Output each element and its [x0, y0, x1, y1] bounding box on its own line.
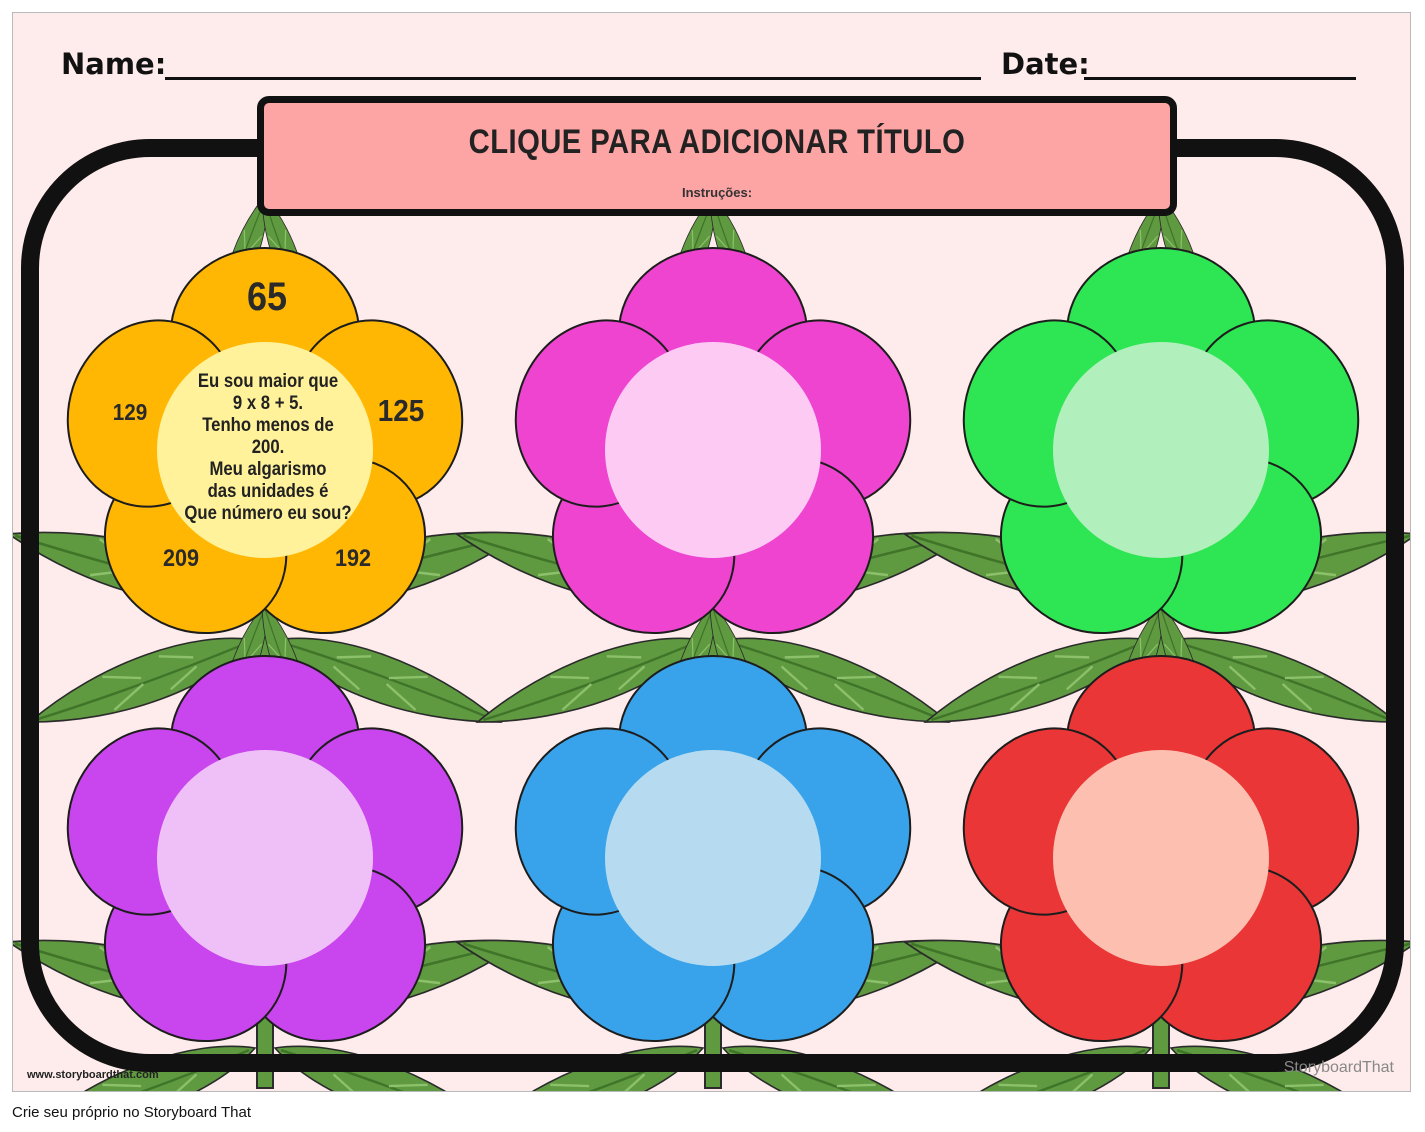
riddle-line: 200.: [251, 437, 285, 458]
date-label: Date:: [1001, 47, 1090, 81]
footer-url[interactable]: www.storyboardthat.com: [27, 1069, 159, 1081]
flower-center[interactable]: [157, 750, 373, 966]
title-box[interactable]: CLIQUE PARA ADICIONAR TÍTULO Instruções:: [257, 96, 1177, 216]
riddle-line: das unidades é: [207, 481, 329, 502]
flower-center[interactable]: [1053, 342, 1269, 558]
riddle-line: Meu algarismo: [209, 459, 327, 480]
flower-5: [514, 655, 912, 1043]
flower-3: [962, 247, 1360, 635]
flower-center[interactable]: [605, 750, 821, 966]
flower-layer: [66, 247, 1360, 1043]
flower-4: [66, 655, 464, 1043]
bottom-caption[interactable]: Crie seu próprio no Storyboard That: [12, 1104, 252, 1121]
riddle-line: Tenho menos de: [202, 415, 334, 436]
flower-artwork: [13, 139, 1410, 1091]
title-text[interactable]: CLIQUE PARA ADICIONAR TÍTULO: [468, 123, 966, 161]
riddle-line: 9 x 8 + 5.: [232, 393, 304, 414]
flower-2: [514, 247, 912, 635]
riddle-line: Que número eu sou?: [184, 503, 352, 524]
petal-number-bottom-left: 209: [162, 545, 200, 572]
instructions-text[interactable]: Instruções:: [681, 185, 753, 200]
petal-number-left: 129: [112, 399, 148, 425]
riddle-line: Eu sou maior que: [197, 371, 339, 392]
flower-center[interactable]: [157, 342, 373, 558]
flower-1: [66, 247, 464, 635]
petal-number-right: 125: [377, 393, 425, 428]
footer-brand: StoryboardThat: [1283, 1059, 1394, 1076]
flower-center[interactable]: [605, 342, 821, 558]
name-line[interactable]: [165, 77, 981, 80]
worksheet: Name: Date: CLIQUE PARA ADICIONAR TÍTULO…: [12, 12, 1411, 1092]
petal-number-top: 65: [246, 275, 288, 319]
name-label: Name:: [61, 47, 167, 81]
flower-6: [962, 655, 1360, 1043]
date-line[interactable]: [1084, 77, 1356, 80]
riddle-text: Eu sou maior que 9 x 8 + 5. Tenho menos …: [180, 371, 356, 525]
petal-number-bottom-right: 192: [334, 545, 372, 572]
flower-center[interactable]: [1053, 750, 1269, 966]
